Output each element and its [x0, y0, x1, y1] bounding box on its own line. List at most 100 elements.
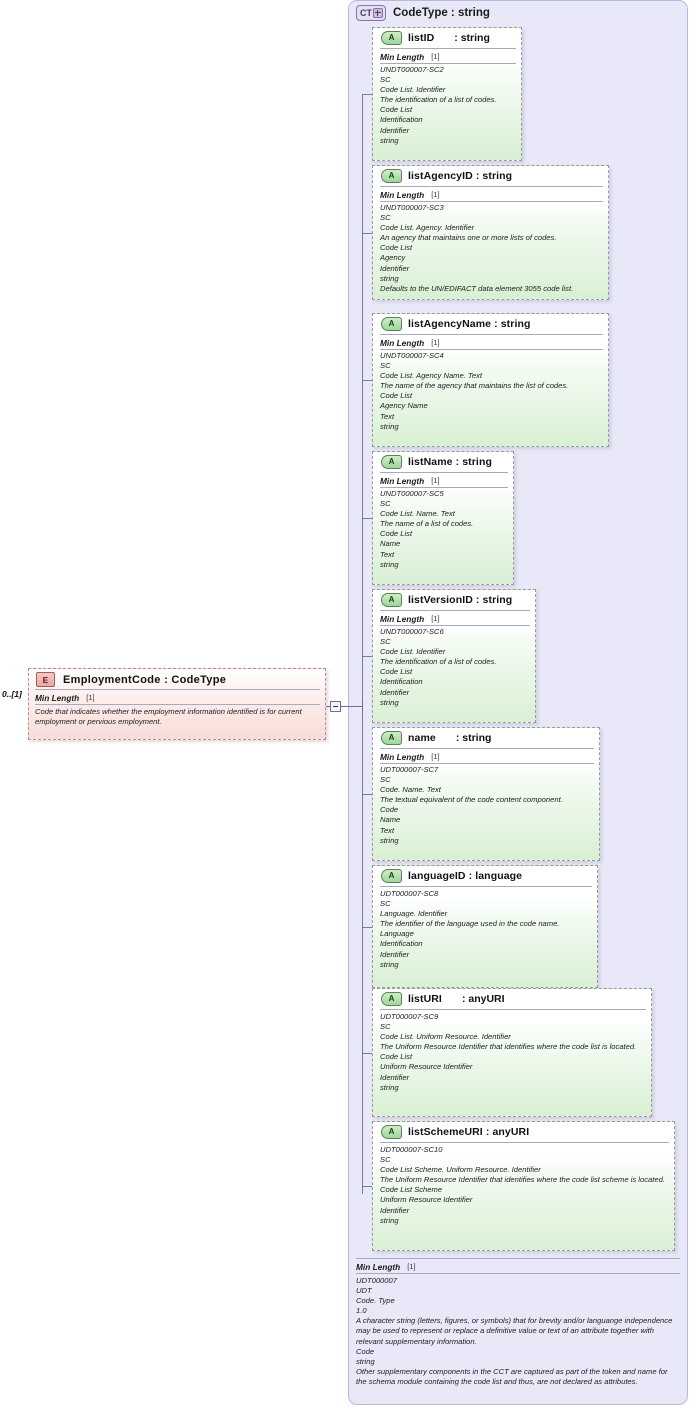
doc-line: Code List Scheme	[380, 1185, 443, 1195]
doc-line: UDT000007-SC8	[380, 889, 439, 898]
doc-line: UDT000007	[356, 1276, 397, 1285]
doc-line: The textual equivalent of the code conte…	[380, 795, 563, 805]
doc-line: The identification of a list of codes.	[380, 657, 497, 667]
attribute-facet-cardinality: [1]	[431, 752, 440, 761]
doc-line: string	[380, 835, 399, 845]
attribute-facet-row: Min Length [1]	[380, 334, 603, 350]
attribute-facet-label: Min Length	[380, 51, 425, 62]
doc-line: 1.0	[356, 1306, 367, 1316]
doc-line: SC	[380, 499, 391, 509]
attribute-tree-spine	[362, 95, 363, 1194]
attribute-badge: A	[381, 455, 402, 469]
doc-line: Text	[380, 549, 395, 559]
attribute-separator	[380, 886, 592, 888]
doc-line: Identifier	[380, 125, 410, 135]
doc-line: Code List. Identifier	[380, 647, 446, 657]
ct-plus-icon[interactable]	[373, 8, 383, 18]
attribute-connector-stub	[362, 233, 372, 234]
doc-line: Code List	[380, 243, 413, 253]
attribute-type: : string	[455, 732, 492, 744]
attribute-facet-label: Min Length	[380, 337, 425, 348]
doc-line: Code. Type	[356, 1296, 395, 1306]
element-box[interactable]: E EmploymentCode : CodeType Min Length […	[28, 668, 326, 740]
doc-line: UNDT000007-SC2	[380, 65, 444, 74]
doc-line: string	[380, 273, 399, 283]
doc-line: Code List. Identifier	[380, 85, 446, 95]
attribute-connector-stub	[362, 1186, 372, 1187]
attribute-name: listAgencyID : string	[408, 170, 513, 182]
doc-line: Uniform Resource Identifier	[380, 1195, 473, 1205]
attribute-facet-cardinality: [1]	[431, 476, 440, 485]
doc-line: SC	[380, 213, 391, 223]
doc-line: Identification	[380, 677, 423, 687]
doc-line: UNDT000007-SC5	[380, 489, 444, 498]
doc-line: Uniform Resource Identifier	[380, 1062, 473, 1072]
attribute-badge: A	[381, 169, 402, 183]
attribute-badge: A	[381, 992, 402, 1006]
doc-line: Code List	[380, 529, 413, 539]
doc-line: Code	[380, 805, 399, 815]
doc-line: Language	[380, 929, 414, 939]
doc-line: SC	[380, 899, 391, 909]
doc-line: Text	[380, 825, 395, 835]
doc-line: Identifier	[380, 1072, 410, 1082]
attribute-name: listName : string	[408, 456, 492, 468]
complex-type-badge-label: CT	[360, 8, 372, 18]
attribute-facet-row: Min Length [1]	[380, 186, 603, 202]
complex-type-header: CT CodeType : string	[356, 4, 490, 22]
attribute-facet-row: Min Length[1]	[380, 48, 516, 64]
doc-line: Name	[380, 815, 401, 825]
attribute-facet-cardinality: [1]	[431, 338, 440, 347]
element-cardinality: 0..[1]	[2, 689, 22, 699]
attribute-connector-stub	[362, 794, 372, 795]
collapse-minus-icon[interactable]	[330, 701, 341, 712]
doc-line: Code List	[380, 667, 413, 677]
doc-line: SC	[380, 1155, 391, 1165]
doc-line: Identification	[380, 115, 423, 125]
doc-line: Code List. Agency Name. Text	[380, 371, 483, 381]
doc-line: The identifier of the language used in t…	[380, 919, 560, 929]
attribute-badge: A	[381, 31, 402, 45]
attribute-separator	[380, 1142, 669, 1144]
doc-line: The Uniform Resource Identifier that ide…	[380, 1175, 665, 1185]
doc-line: UNDT000007-SC3	[380, 203, 444, 212]
attribute-facet-label: Min Length	[380, 189, 425, 200]
doc-line: Code List	[380, 105, 413, 115]
footer-facet-cardinality: [1]	[407, 1262, 416, 1271]
attribute-name: listVersionID : string	[408, 594, 513, 606]
attribute-facet-cardinality: [1]	[431, 190, 440, 199]
doc-line: SC	[380, 75, 391, 85]
attribute-connector-stub	[362, 1053, 372, 1054]
doc-line: Code. Name. Text	[380, 785, 441, 795]
doc-line: The name of a list of codes.	[380, 519, 474, 529]
doc-line: SC	[380, 1022, 391, 1032]
doc-line: An agency that maintains one or more lis…	[380, 233, 557, 243]
complex-type-badge[interactable]: CT	[356, 5, 386, 21]
attribute-connector-stub	[362, 380, 372, 381]
attribute-name: listSchemeURI : anyURI	[408, 1126, 530, 1138]
attribute-connector-stub	[362, 518, 372, 519]
doc-line: Code List	[380, 1052, 413, 1062]
doc-line: Code List	[380, 391, 413, 401]
doc-line: UNDT000007-SC4	[380, 351, 444, 360]
doc-line: Defaults to the UN/EDIFACT data element …	[380, 283, 574, 293]
doc-line: A character string (letters, figures, or…	[356, 1316, 673, 1346]
